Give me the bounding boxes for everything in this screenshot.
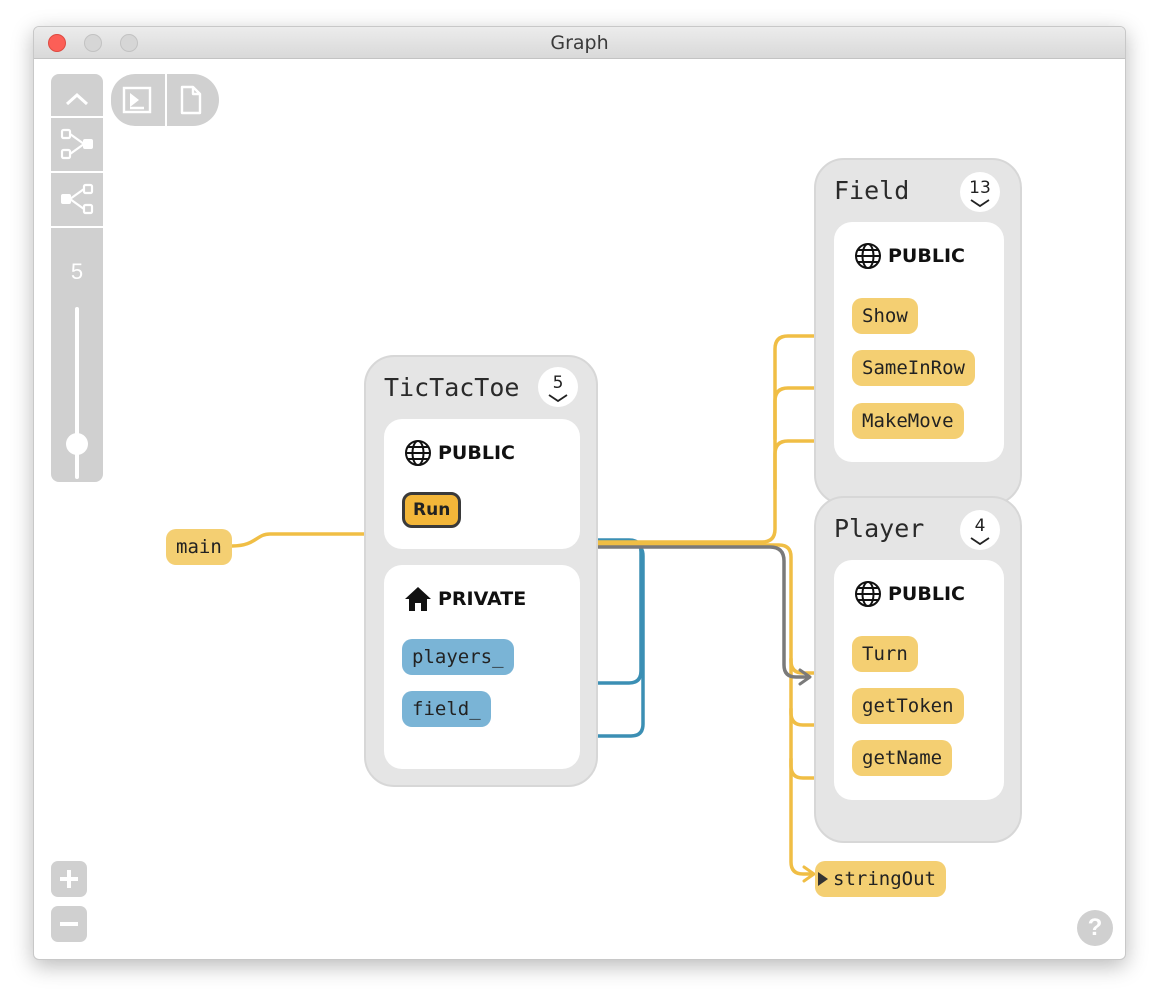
member-count-badge[interactable]: 13 — [960, 172, 1000, 212]
graph-layout-button[interactable] — [51, 119, 103, 169]
member-gettoken[interactable]: getToken — [852, 688, 964, 724]
toolbar-divider — [51, 171, 103, 173]
globe-icon — [855, 243, 881, 269]
depth-slider-thumb[interactable] — [66, 433, 88, 455]
terminal-button[interactable] — [111, 74, 163, 126]
member-show[interactable]: Show — [852, 298, 918, 334]
toolbar-divider — [51, 226, 103, 228]
member-count-badge[interactable]: 4 — [960, 510, 1000, 550]
node-main[interactable]: main — [166, 529, 232, 565]
minimize-window-button[interactable] — [84, 34, 102, 52]
globe-icon — [405, 440, 431, 466]
document-icon — [180, 85, 202, 115]
member-players[interactable]: players_ — [402, 639, 514, 675]
maximize-window-button[interactable] — [120, 34, 138, 52]
zoom-out-button[interactable] — [51, 906, 87, 942]
chevron-down-icon — [970, 199, 990, 208]
private-section: PRIVATE players_ field_ — [384, 565, 580, 769]
edge-run-makemove — [773, 439, 848, 491]
member-turn[interactable]: Turn — [852, 636, 918, 672]
help-button[interactable]: ? — [1077, 910, 1113, 946]
window-title: Graph — [550, 32, 609, 54]
public-section: PUBLIC Show SameInRow MakeMove — [834, 222, 1004, 462]
depth-level-value: 5 — [70, 259, 84, 284]
zoom-in-button[interactable] — [51, 861, 87, 897]
chevron-down-icon — [970, 537, 990, 546]
toolbar-divider — [165, 74, 167, 126]
globe-icon — [855, 581, 881, 607]
graph-layout-icon — [60, 128, 93, 160]
chevron-down-icon — [548, 394, 568, 403]
edge-run-stringout — [789, 757, 814, 876]
edge-run-turn — [452, 543, 848, 675]
public-header: PUBLIC — [854, 580, 965, 608]
member-getname[interactable]: getName — [852, 740, 953, 776]
graph-canvas[interactable]: 5 ? mai — [34, 59, 1125, 959]
member-count-badge[interactable]: 5 — [538, 367, 578, 407]
title-bar: Graph — [34, 27, 1125, 59]
depth-slider-track[interactable] — [75, 307, 79, 479]
collapse-button[interactable] — [51, 74, 103, 124]
public-header: PUBLIC — [404, 439, 515, 467]
home-icon — [405, 587, 431, 611]
graph-window: Graph — [33, 26, 1126, 960]
view-toolbar — [111, 74, 219, 126]
class-card-player[interactable]: Player 4 PUBLIC Turn getToken getName — [814, 496, 1022, 843]
collapse-chevron-icon — [65, 92, 89, 106]
share-tree-button[interactable] — [51, 174, 103, 224]
edge-main-run — [230, 532, 400, 548]
document-button[interactable] — [165, 74, 217, 126]
member-field[interactable]: field_ — [402, 691, 491, 727]
zoom-in-icon — [60, 870, 78, 888]
terminal-icon — [122, 86, 152, 114]
close-window-button[interactable] — [48, 34, 66, 52]
member-makemove[interactable]: MakeMove — [852, 403, 964, 439]
class-card-tictactoe[interactable]: TicTacToe 5 PUBLIC Run PRIVATE — [364, 355, 598, 787]
class-card-field[interactable]: Field 13 PUBLIC Show SameInRow MakeMove — [814, 158, 1022, 505]
public-header: PUBLIC — [854, 242, 965, 270]
edge-selected — [452, 545, 810, 679]
class-title: TicTacToe — [384, 373, 520, 402]
zoom-out-icon — [60, 922, 78, 926]
share-tree-icon — [61, 183, 94, 215]
node-stringout[interactable]: stringOut — [815, 861, 946, 897]
expand-triangle-icon — [818, 872, 828, 886]
class-title: Field — [834, 176, 910, 205]
member-run[interactable]: Run — [402, 492, 462, 528]
toolbar-divider — [51, 116, 103, 118]
public-section: PUBLIC Run — [384, 419, 580, 549]
class-title: Player — [834, 514, 925, 543]
node-stringout-label: stringOut — [833, 868, 936, 890]
edge-run-sameinrow — [773, 386, 848, 441]
public-section: PUBLIC Turn getToken getName — [834, 560, 1004, 800]
layout-toolbar: 5 — [51, 74, 103, 482]
member-sameinrow[interactable]: SameInRow — [852, 350, 975, 386]
private-header: PRIVATE — [404, 585, 526, 613]
